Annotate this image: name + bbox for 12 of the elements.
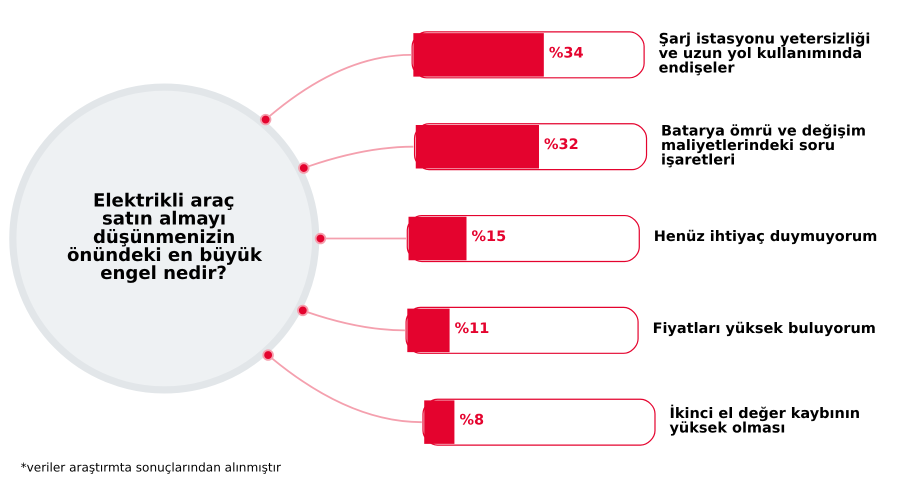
node-circle: Elektrikli araç satın almayı düşünmenizin önündeki en büyük engel nedir? [9, 83, 320, 394]
connector [262, 349, 422, 424]
node-label: Fiyatları yüksek buluyorum [652, 320, 876, 337]
node-label: Şarj istasyonu yetersizliği ve uzun yol kullanımında endişeler [658, 32, 870, 77]
connector [260, 54, 411, 126]
node-label: Batarya ömrü ve değişim maliyetlerindeki soru işaretleri [661, 123, 866, 168]
connector [298, 146, 414, 174]
node-label: Henüz ihtiyaç duymuyorum [654, 229, 878, 246]
node-label: İkinci el değer kaybının yüksek olması [669, 406, 860, 437]
connector [297, 304, 405, 332]
connector [314, 232, 406, 244]
caption: *veriler araştırmta sonuçlarından alınmıştır [20, 460, 281, 475]
